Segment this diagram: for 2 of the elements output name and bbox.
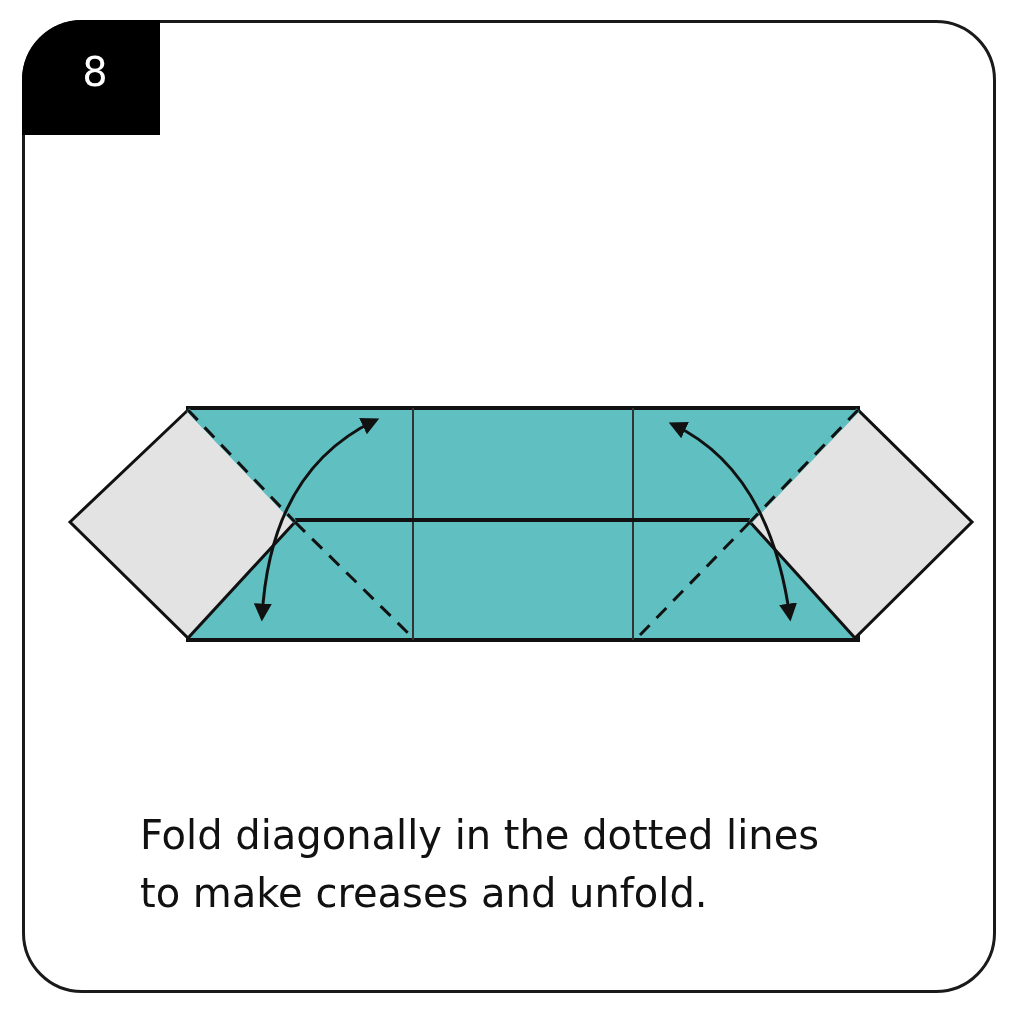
step-number-box: 8 xyxy=(22,20,160,135)
instruction-text: Fold diagonally in the dotted lines to make creases and unfold. xyxy=(140,811,821,918)
